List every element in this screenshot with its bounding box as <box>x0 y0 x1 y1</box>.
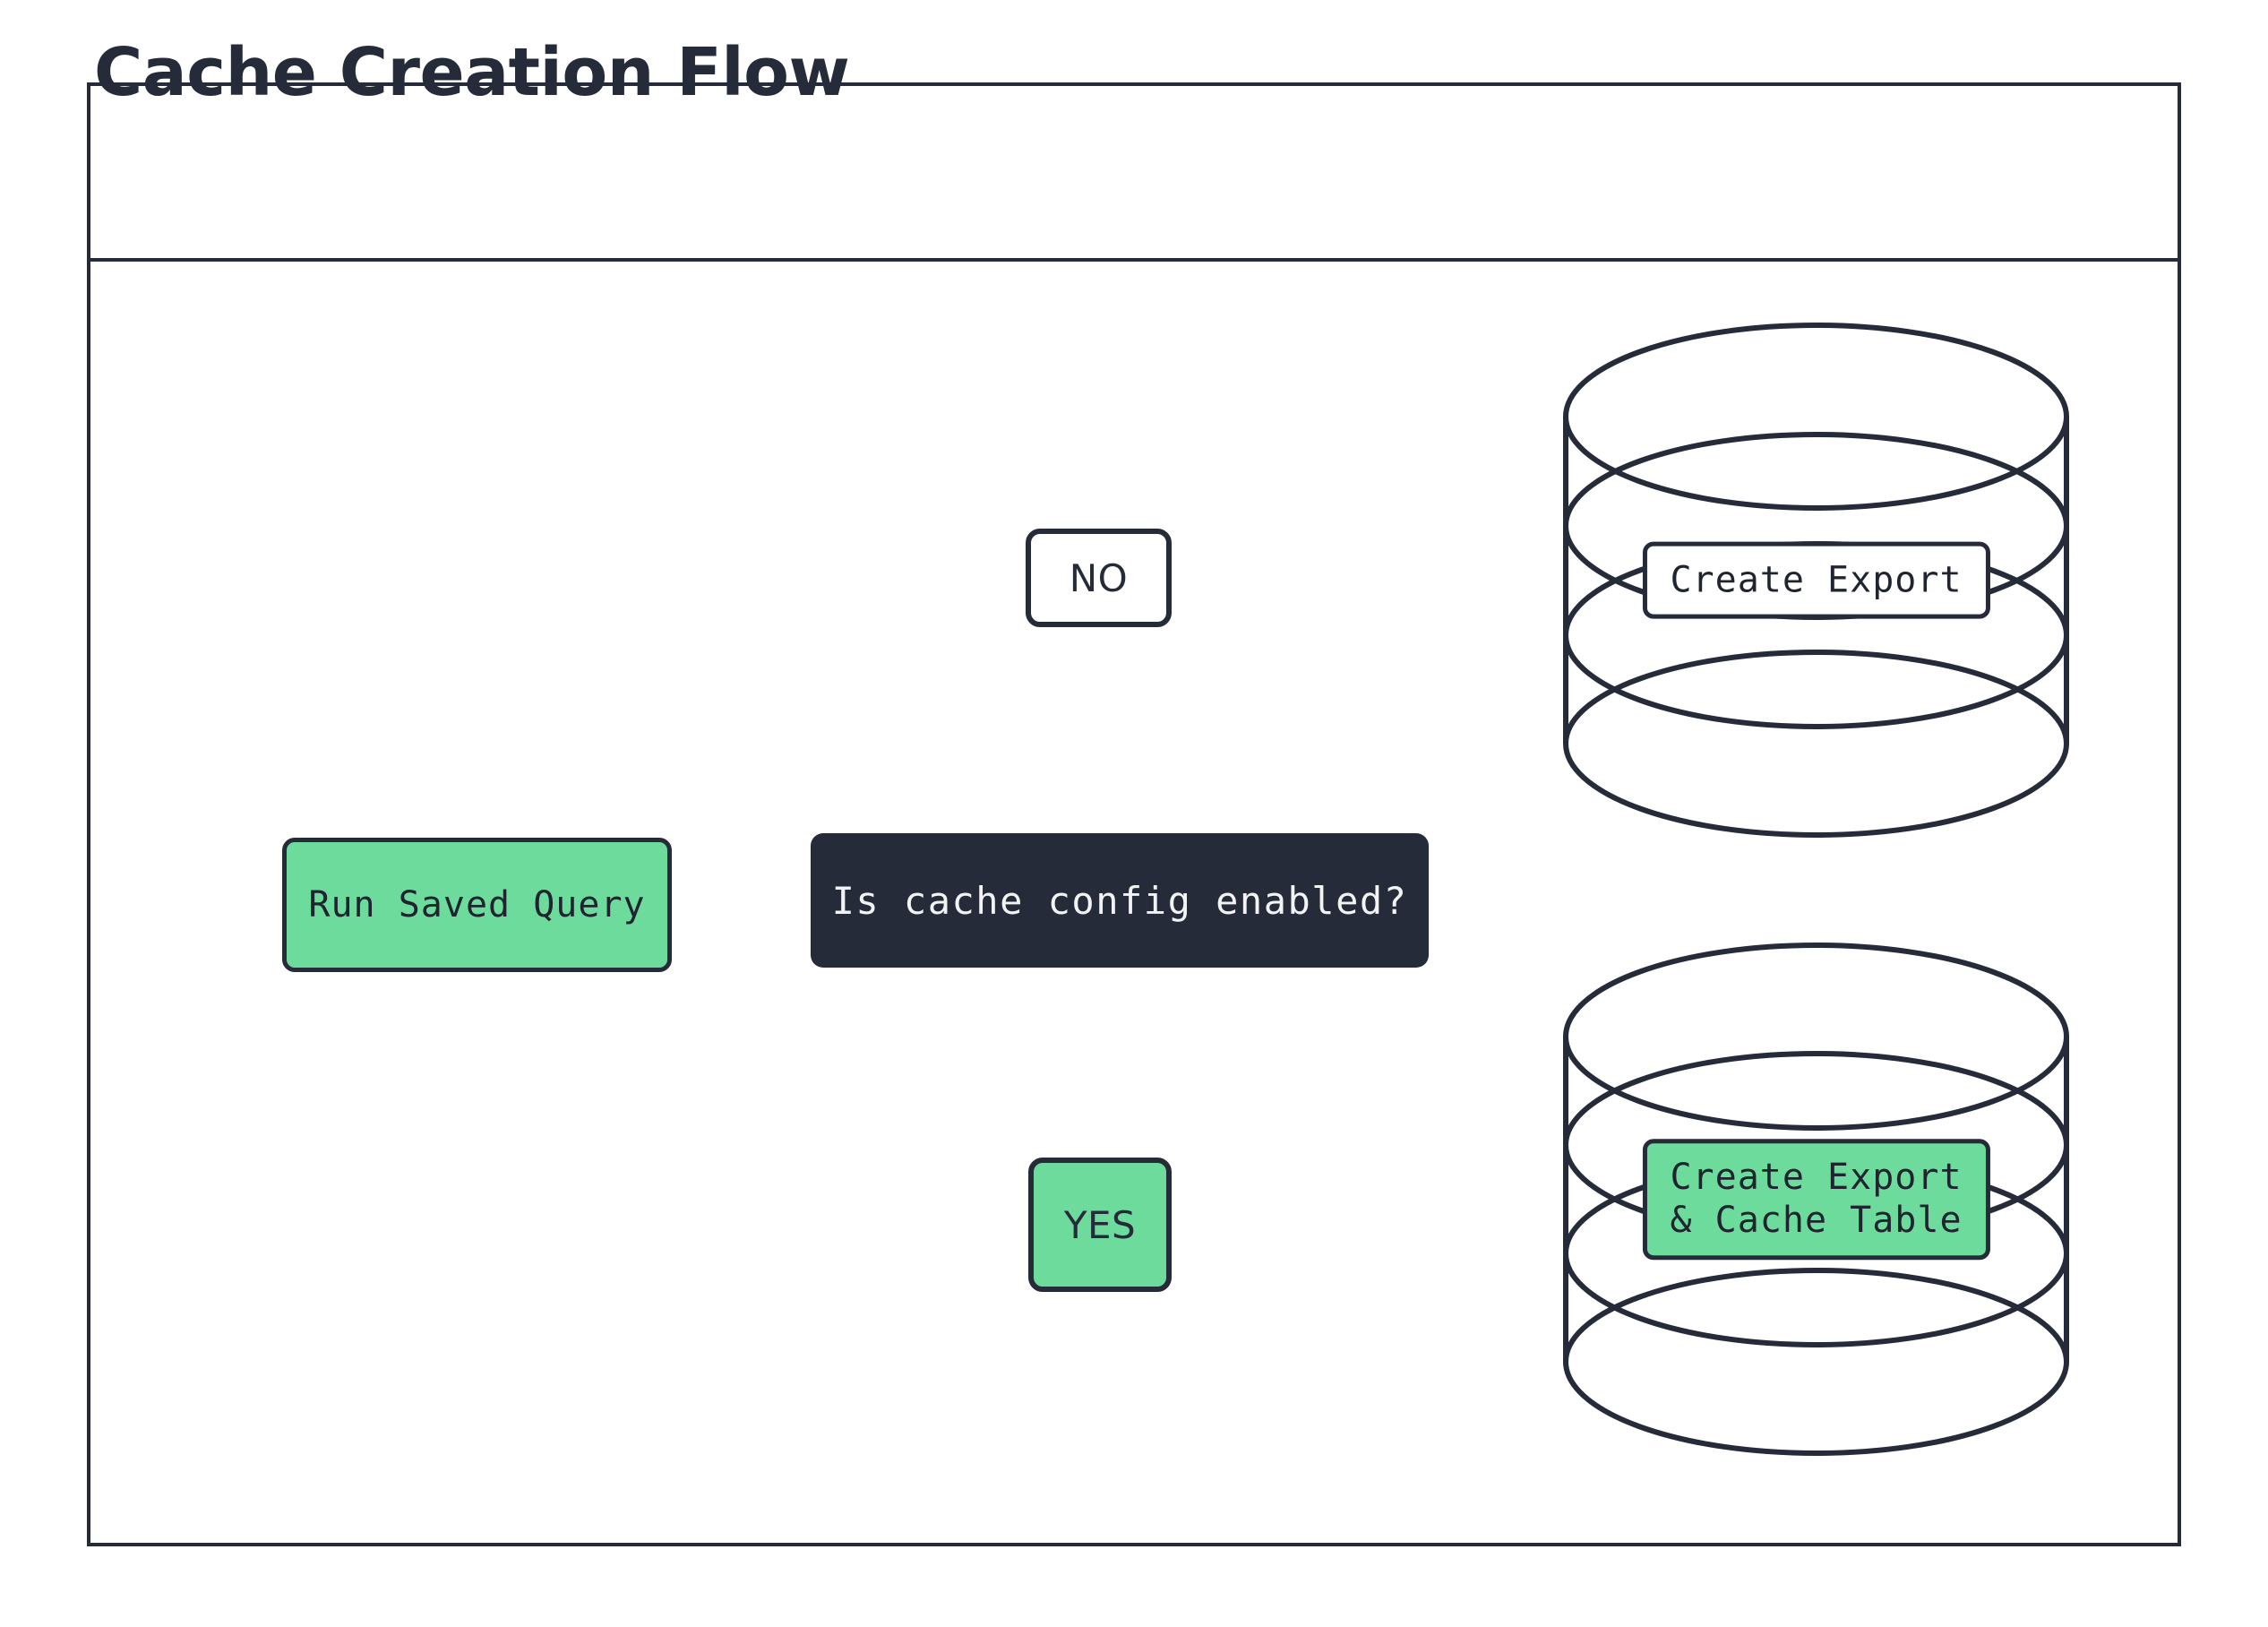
node-run-saved-query-label: Run Saved Query <box>308 884 646 925</box>
node-branch-no[interactable]: NO <box>1026 529 1172 627</box>
node-decision-label: Is cache config enabled? <box>831 878 1408 923</box>
node-branch-no-label: NO <box>1069 555 1129 600</box>
node-run-saved-query[interactable]: Run Saved Query <box>282 838 672 972</box>
node-branch-yes-label: YES <box>1063 1202 1137 1247</box>
page-title: Cache Creation Flow <box>94 34 850 111</box>
node-branch-yes[interactable]: YES <box>1028 1158 1172 1292</box>
node-decision-is-cache-config-enabled[interactable]: Is cache config enabled? <box>811 833 1429 968</box>
node-db-export-cache-cylinder[interactable]: Create Export & Cache Table <box>1563 943 2069 1456</box>
node-db-export-label: Create Export <box>1642 541 1990 619</box>
diagram-header <box>90 86 2178 262</box>
node-db-export-cylinder[interactable]: Create Export <box>1563 323 2069 838</box>
node-db-export-cache-label: Create Export & Cache Table <box>1642 1138 1990 1261</box>
database-cylinder-icon <box>1563 323 2069 838</box>
